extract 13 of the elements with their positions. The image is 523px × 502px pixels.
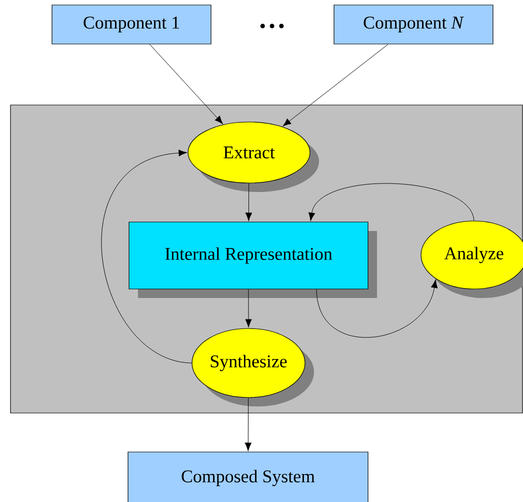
process-box: Composed System <box>128 452 368 502</box>
process-box: Component N <box>334 4 494 44</box>
arrow <box>282 44 388 126</box>
process-box: Internal Representation <box>128 222 377 298</box>
arrow <box>149 44 223 124</box>
arrow <box>101 150 192 364</box>
arrow <box>245 183 252 221</box>
process-box: Component 1 <box>52 4 212 44</box>
arrow <box>308 183 474 221</box>
ellipsis-label: … <box>260 24 284 28</box>
arrow <box>245 289 252 328</box>
arrow <box>316 280 438 338</box>
arrow <box>244 398 252 451</box>
